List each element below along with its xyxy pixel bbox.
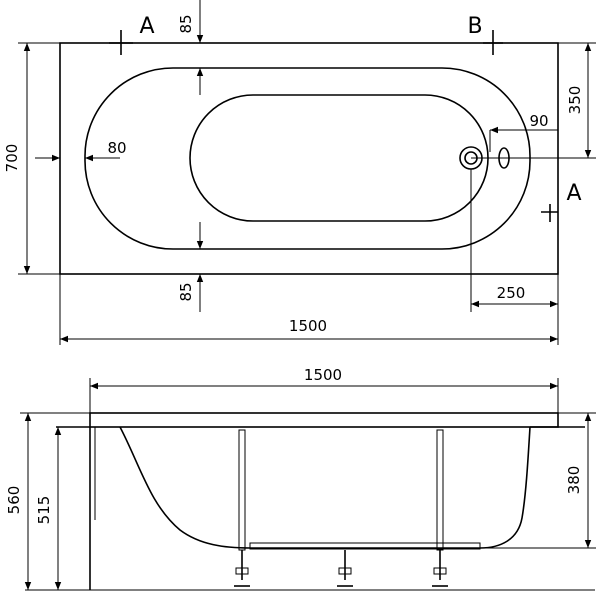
- leg-left: [234, 429, 250, 587]
- dim-350: [471, 42, 596, 159]
- dim-250-label: 250: [497, 284, 526, 302]
- dim-1500-side: [89, 378, 559, 413]
- dim-380-label: 380: [565, 466, 583, 495]
- dim-1500-top: [59, 274, 559, 345]
- bottom-plate: [249, 542, 481, 550]
- section-label-a-left: A: [139, 14, 154, 39]
- dim-700-label: 700: [3, 144, 21, 173]
- section-marker-b: [483, 30, 503, 55]
- dim-90: [489, 126, 558, 152]
- dim-1500-top-label: 1500: [289, 317, 327, 335]
- tub-body-profile: [119, 426, 531, 549]
- leg-middle: [337, 550, 353, 587]
- dim-515-label: 515: [35, 496, 53, 525]
- tub-bottom: [189, 94, 489, 222]
- dim-700: [18, 42, 60, 275]
- dim-380: [480, 412, 596, 549]
- tub-rim: [89, 412, 559, 428]
- section-marker-a-left: [109, 30, 133, 55]
- section-label-b: B: [467, 14, 482, 39]
- side-view: 1500 560 515 380: [5, 366, 596, 591]
- dim-1500-side-label: 1500: [304, 366, 342, 384]
- dim-85-bottom-label: 85: [177, 282, 195, 301]
- top-view: A B A 85 85 700 80: [3, 0, 596, 345]
- dim-80-label: 80: [107, 139, 126, 157]
- leg-right: [432, 429, 448, 587]
- section-label-a-right: A: [566, 181, 581, 206]
- dim-560: [20, 412, 90, 590]
- dim-560-label: 560: [5, 486, 23, 515]
- section-marker-a-right: [541, 204, 558, 222]
- dim-85-top-label: 85: [177, 14, 195, 33]
- dim-90-label: 90: [529, 112, 548, 130]
- dim-350-label: 350: [566, 86, 584, 115]
